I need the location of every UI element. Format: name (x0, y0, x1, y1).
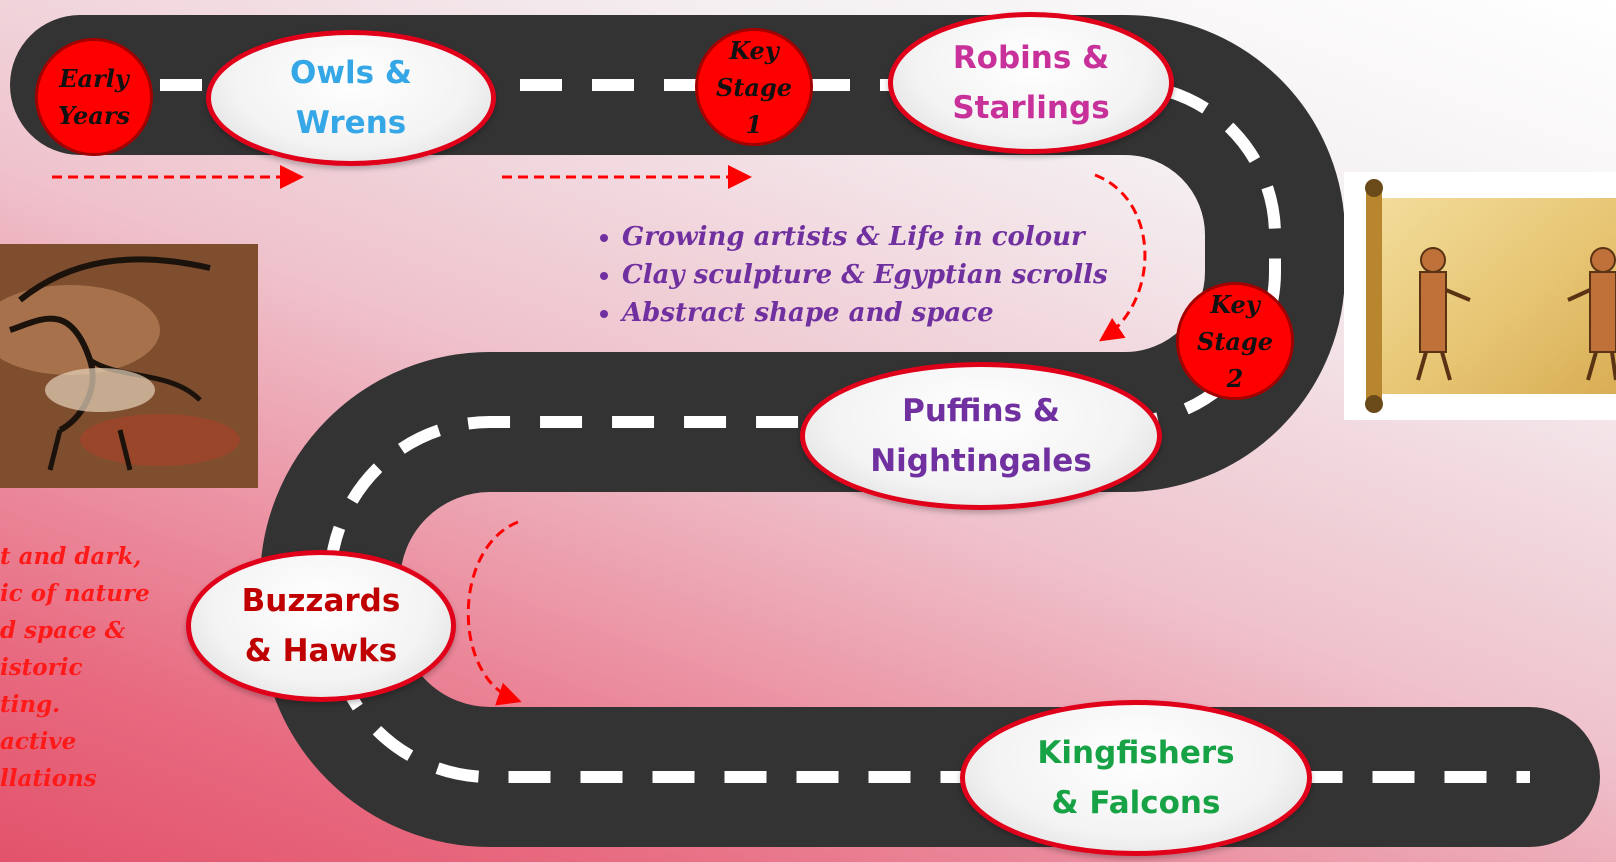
ks2-topic-text: t and dark, ic of nature d space & istor… (0, 538, 172, 797)
topic-line: llations (0, 765, 97, 792)
cave-painting-image (0, 244, 258, 488)
group-robins-starlings: Robins & Starlings (888, 12, 1174, 154)
ks1-topic-list: Growing artists & Life in colour Clay sc… (600, 218, 1108, 332)
topic-line: istoric (0, 654, 83, 681)
arrow-curve-down-1 (1094, 173, 1147, 342)
topic-line: t and dark, (0, 543, 142, 570)
topic-line: d space & (0, 617, 126, 644)
arrow-curve-down-2 (466, 520, 522, 706)
topic-line: ting. (0, 691, 61, 718)
group-kingfishers-falcons: Kingfishers & Falcons (960, 700, 1312, 856)
group-puffins-nightingales: Puffins & Nightingales (800, 362, 1162, 510)
egyptian-scroll-image (1344, 172, 1616, 420)
topic-item: Abstract shape and space (622, 294, 1108, 332)
stage-key-stage-1: Key Stage 1 (695, 28, 813, 146)
topic-item: Growing artists & Life in colour (622, 218, 1108, 256)
topic-line: ic of nature (0, 580, 150, 607)
group-buzzards-hawks: Buzzards & Hawks (186, 550, 456, 702)
topic-line: active (0, 728, 77, 755)
stage-early-years: Early Years (35, 38, 153, 156)
topic-item: Clay sculpture & Egyptian scrolls (622, 256, 1108, 294)
group-owls-wrens: Owls & Wrens (206, 30, 496, 166)
stage-key-stage-2: Key Stage 2 (1176, 282, 1294, 400)
progress-arrows (52, 165, 1147, 706)
